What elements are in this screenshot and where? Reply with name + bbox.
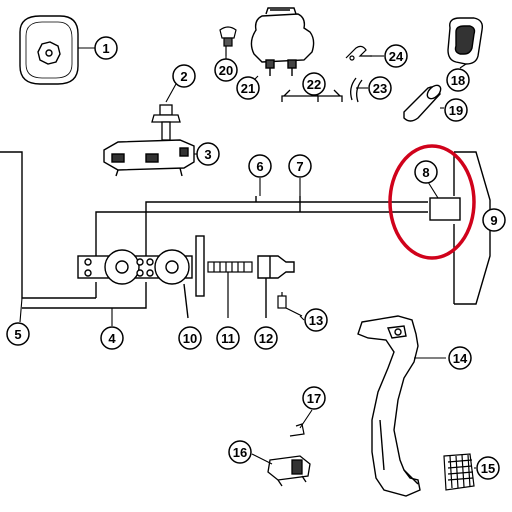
svg-text:13: 13 <box>309 313 323 328</box>
part-14-pedal-arm <box>357 315 421 497</box>
callout-11: 11 <box>216 326 240 350</box>
part-8-switch <box>429 197 461 221</box>
svg-text:4: 4 <box>108 331 116 346</box>
callout-5: 5 <box>6 322 30 346</box>
callout-23: 23 <box>368 76 392 100</box>
callout-15: 15 <box>476 456 500 480</box>
svg-text:10: 10 <box>183 331 197 346</box>
callout-2: 2 <box>172 64 196 88</box>
part-13-clip-pin <box>277 292 303 317</box>
svg-text:8: 8 <box>422 165 429 180</box>
master-cylinder-assembly <box>77 235 205 319</box>
callout-4: 4 <box>100 326 124 350</box>
svg-text:16: 16 <box>233 445 247 460</box>
svg-text:5: 5 <box>14 327 21 342</box>
callout-8: 8 <box>414 160 438 184</box>
callout-6: 6 <box>248 154 272 178</box>
callout-24: 24 <box>384 44 408 68</box>
svg-text:14: 14 <box>453 351 468 366</box>
highlight-ellipse <box>388 144 476 260</box>
callout-17: 17 <box>302 386 326 410</box>
callout-20: 20 <box>214 58 238 82</box>
part-12-clevis <box>257 255 295 318</box>
svg-text:20: 20 <box>219 63 233 78</box>
svg-text:3: 3 <box>204 147 211 162</box>
svg-text:12: 12 <box>259 331 273 346</box>
part-24-clip <box>345 45 372 61</box>
svg-text:22: 22 <box>307 77 321 92</box>
part-3-mount-bracket <box>103 139 195 177</box>
callout-12: 12 <box>254 326 278 350</box>
schematic-lines <box>0 151 491 309</box>
svg-text:1: 1 <box>102 41 109 56</box>
svg-text:2: 2 <box>180 69 187 84</box>
callout-18: 18 <box>446 68 470 92</box>
callout-7: 7 <box>288 154 312 178</box>
part-22-retaining-clip <box>281 89 343 102</box>
part-21-reservoir <box>250 7 315 76</box>
svg-text:24: 24 <box>389 49 404 64</box>
part-18-grommet <box>447 17 484 65</box>
svg-text:18: 18 <box>451 73 465 88</box>
svg-text:23: 23 <box>373 81 387 96</box>
svg-text:17: 17 <box>307 391 321 406</box>
part-11-push-rod <box>207 261 253 318</box>
callout-10: 10 <box>178 326 202 350</box>
part-1-reservoir-cap <box>19 15 79 85</box>
callout-1: 1 <box>94 36 118 60</box>
callout-13: 13 <box>304 308 328 332</box>
callout-22: 22 <box>302 72 326 96</box>
callout-21: 21 <box>236 76 260 100</box>
callout-19: 19 <box>444 98 468 122</box>
part-16-switch <box>267 455 311 487</box>
callout-3: 3 <box>196 142 220 166</box>
callout-14: 14 <box>448 346 472 370</box>
part-17-spring-clip <box>289 423 305 437</box>
svg-text:11: 11 <box>221 331 235 346</box>
svg-text:7: 7 <box>296 159 303 174</box>
part-23-hose <box>350 77 363 103</box>
svg-text:9: 9 <box>490 213 497 228</box>
leader-lines <box>19 47 490 469</box>
svg-text:6: 6 <box>256 159 263 174</box>
svg-text:19: 19 <box>449 103 463 118</box>
svg-text:15: 15 <box>481 461 495 476</box>
svg-text:21: 21 <box>241 81 255 96</box>
callout-16: 16 <box>228 440 252 464</box>
callout-9: 9 <box>482 208 506 232</box>
callouts: 1 2 3 4 5 6 7 8 9 10 11 12 13 14 15 16 1… <box>6 36 506 480</box>
part-15-pedal-pad <box>443 453 475 491</box>
part-20-plug <box>219 26 237 56</box>
part-19-sleeve <box>403 84 442 122</box>
part-2-fitting <box>151 104 181 141</box>
